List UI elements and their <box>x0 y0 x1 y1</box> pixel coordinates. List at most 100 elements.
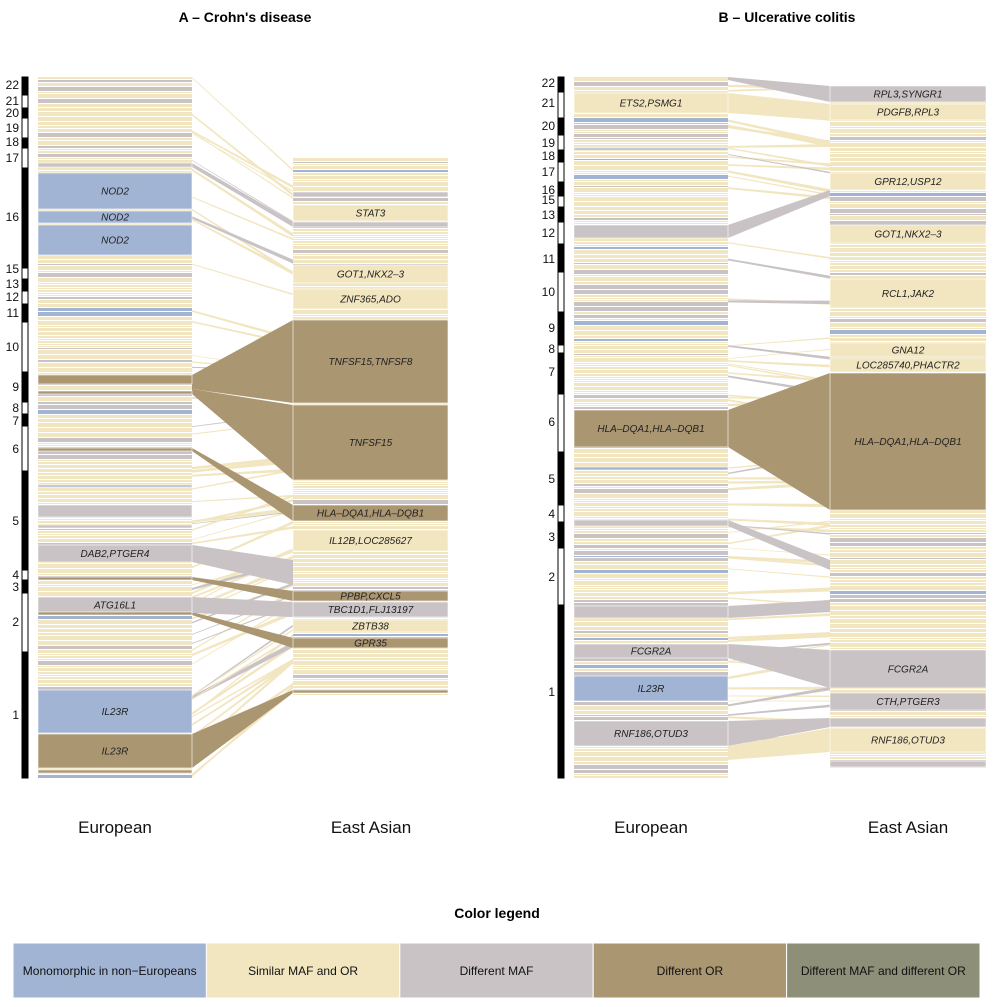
european-locus-stripe <box>38 521 192 523</box>
east-asian-locus-label: STAT3 <box>356 209 386 220</box>
locus-connector <box>192 634 293 716</box>
european-locus-stripe <box>574 381 728 382</box>
chromosome-label: 7 <box>12 414 19 428</box>
european-locus-stripe <box>574 344 728 345</box>
european-locus-stripe <box>574 517 728 518</box>
european-locus-stripe <box>38 680 192 683</box>
european-locus-stripe <box>574 387 728 390</box>
european-locus-stripe <box>574 331 728 335</box>
european-locus-stripe <box>574 463 728 467</box>
european-locus-stripe <box>574 255 728 258</box>
east-asian-locus-label: FCGR2A <box>888 665 929 676</box>
european-locus-stripe <box>574 123 728 124</box>
european-locus-stripe <box>574 641 728 643</box>
european-locus-stripe <box>38 460 192 461</box>
east-asian-locus-stripe <box>830 611 986 615</box>
east-asian-locus-stripe <box>830 261 986 262</box>
chromosome-label: 16 <box>542 183 556 197</box>
european-locus-stripe <box>574 747 728 748</box>
european-locus-stripe <box>38 341 192 343</box>
east-asian-locus-stripe <box>830 712 986 715</box>
highlighted-locus-connector <box>728 520 830 570</box>
highlighted-locus-connector <box>192 577 293 601</box>
european-locus-stripe <box>574 762 728 764</box>
european-locus-stripe <box>574 250 728 254</box>
european-locus-stripe <box>574 370 728 373</box>
european-locus-stripe <box>38 415 192 418</box>
chromosome-segment <box>557 521 565 549</box>
locus-connector <box>728 363 830 382</box>
european-locus-stripe <box>574 321 728 325</box>
east-asian-locus-stripe <box>830 266 986 269</box>
european-locus-stripe <box>574 407 728 409</box>
european-locus-stripe <box>38 149 192 150</box>
european-locus-stripe <box>38 108 192 111</box>
european-locus-stripe <box>574 501 728 502</box>
european-locus-stripe <box>38 636 192 640</box>
east-asian-locus-stripe <box>293 679 448 680</box>
chromosome-segment <box>557 76 565 93</box>
east-asian-locus-stripe <box>830 757 986 759</box>
chromosome-segment <box>21 321 29 373</box>
european-locus-block <box>573 643 729 659</box>
european-locus-block <box>37 524 193 529</box>
european-locus-stripe <box>38 368 192 372</box>
east-asian-locus-stripe <box>293 581 448 582</box>
east-asian-locus-stripe <box>830 263 986 265</box>
chromosome-segment <box>21 267 29 280</box>
east-asian-locus-stripe <box>830 603 986 605</box>
european-locus-stripe <box>574 161 728 165</box>
european-locus-stripe <box>574 202 728 206</box>
european-locus-stripe <box>38 146 192 148</box>
european-locus-stripe <box>38 83 192 86</box>
highlighted-locus-connector <box>728 600 830 618</box>
east-asian-locus-stripe <box>293 670 448 674</box>
locus-connector <box>728 175 830 196</box>
european-locus-stripe <box>574 391 728 392</box>
legend-title: Color legend <box>454 905 540 921</box>
east-asian-locus-label: GPR35 <box>354 639 387 650</box>
european-locus-stripe <box>38 646 192 649</box>
european-locus-stripe <box>38 451 192 454</box>
chromosome-label: 11 <box>7 306 20 320</box>
highlighted-locus-connector <box>728 190 830 238</box>
east-asian-locus-block <box>829 760 987 768</box>
chromosome-segment <box>21 290 29 305</box>
east-asian-locus-stripe <box>830 214 986 215</box>
east-asian-locus-stripe <box>830 204 986 208</box>
east-asian-locus-stripe <box>830 595 986 598</box>
east-asian-locus-stripe <box>830 553 986 557</box>
european-locus-stripe <box>574 275 728 276</box>
locus-connector <box>728 125 830 144</box>
european-locus-stripe <box>574 477 728 479</box>
east-asian-locus-stripe <box>830 530 986 532</box>
east-asian-locus-stripe <box>293 658 448 660</box>
european-locus-stripe <box>574 597 728 599</box>
european-locus-stripe <box>574 302 728 306</box>
european-locus-stripe <box>38 99 192 103</box>
east-asian-locus-block <box>829 85 987 103</box>
locus-connector <box>728 568 830 578</box>
east-asian-locus-stripe <box>830 533 986 534</box>
locus-connector <box>192 494 293 531</box>
east-asian-locus-stripe <box>293 634 448 636</box>
european-locus-stripe <box>574 265 728 269</box>
european-locus-stripe <box>38 355 192 359</box>
locus-connector <box>728 632 830 640</box>
european-locus-stripe <box>574 336 728 338</box>
european-locus-label: NOD2 <box>101 187 129 198</box>
east-asian-locus-block <box>292 191 449 198</box>
european-locus-stripe <box>38 308 192 311</box>
locus-connector <box>192 133 293 192</box>
east-asian-locus-stripe <box>293 491 448 492</box>
east-asian-locus-stripe <box>293 310 448 314</box>
european-locus-stripe <box>574 138 728 139</box>
european-locus-stripe <box>574 631 728 633</box>
legend-item-label: Monomorphic in non−Europeans <box>23 964 197 978</box>
east-asian-locus-stripe <box>293 254 448 255</box>
european-locus-label: ETS2,PSMG1 <box>620 99 683 110</box>
east-asian-locus-block <box>292 404 449 481</box>
east-asian-locus-stripe <box>830 550 986 552</box>
european-locus-stripe <box>574 237 728 241</box>
east-asian-locus-stripe <box>830 648 986 649</box>
